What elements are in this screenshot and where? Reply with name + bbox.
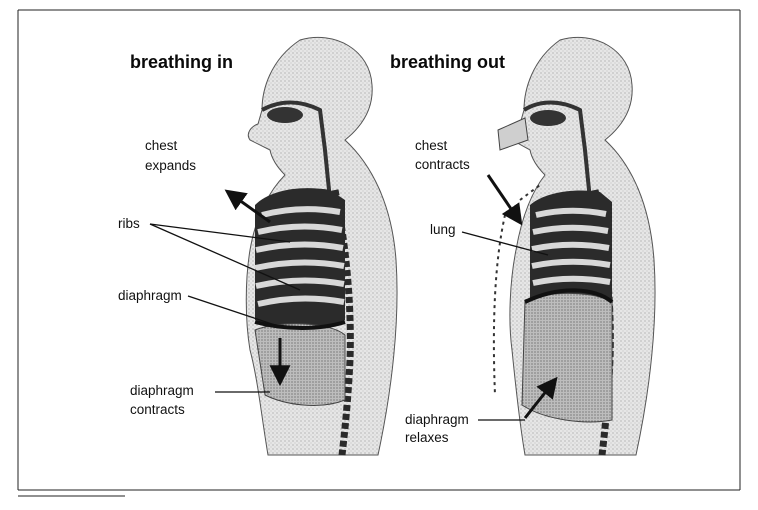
- chest-expands-line1: chest: [145, 138, 178, 153]
- figure-breathing-out: [494, 37, 655, 455]
- chest-contracts-line1: chest: [415, 138, 448, 153]
- label-chest-contracts: chest contracts: [415, 138, 520, 222]
- diaphragm-relaxes-line1: diaphragm: [405, 412, 469, 427]
- diaphragm-contracts-line2: contracts: [130, 402, 185, 417]
- heading-breathing-in: breathing in: [130, 52, 233, 72]
- lung-label: lung: [430, 222, 456, 237]
- ribs-label: ribs: [118, 216, 140, 231]
- diaphragm-contracts-line1: diaphragm: [130, 383, 194, 398]
- diaphragm-relaxes-line2: relaxes: [405, 430, 449, 445]
- label-chest-expands: chest expands: [145, 138, 270, 222]
- ribcage-right: [530, 191, 612, 305]
- diaphragm-label-left: diaphragm: [118, 288, 182, 303]
- chest-expands-line2: expands: [145, 158, 196, 173]
- ribcage-left: [255, 188, 345, 327]
- chest-contracts-line2: contracts: [415, 157, 470, 172]
- heading-breathing-out: breathing out: [390, 52, 505, 72]
